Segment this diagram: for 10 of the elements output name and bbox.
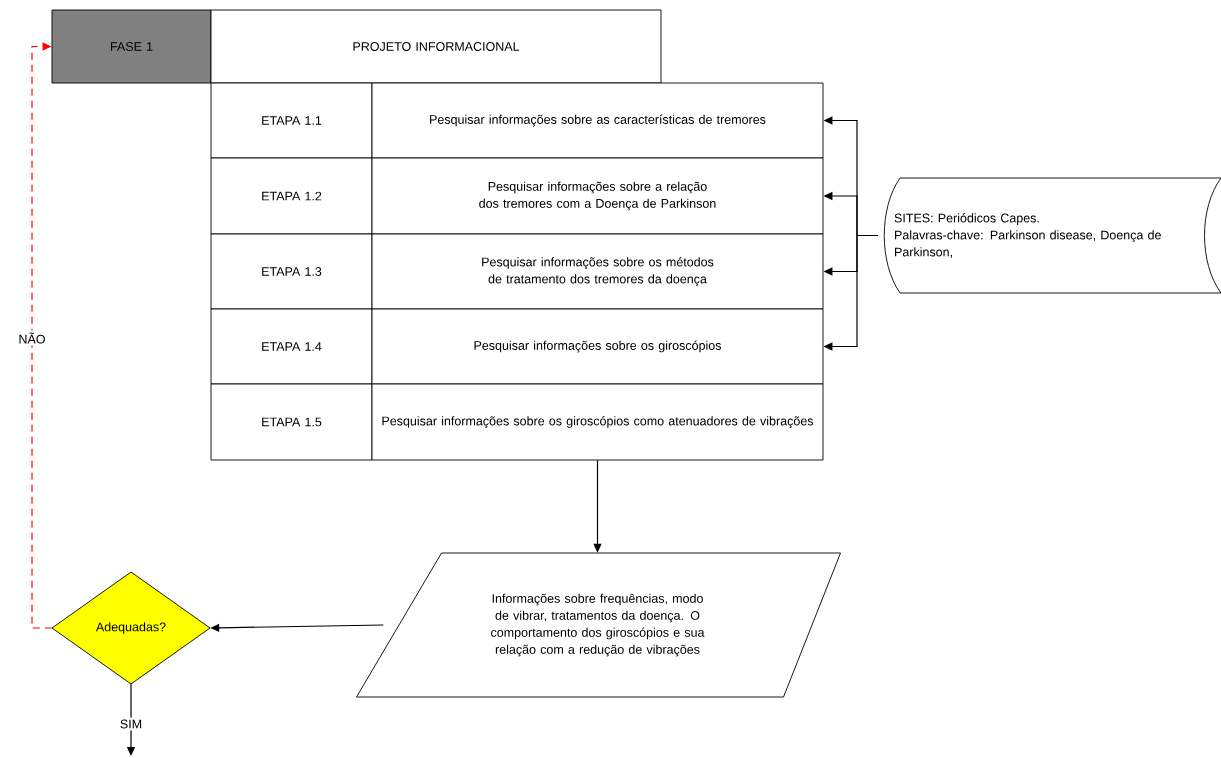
step-box: ETAPA 1.3 xyxy=(210,233,373,310)
step-box: ETAPA 1.4 xyxy=(210,308,373,385)
step-box: ETAPA 1.2 xyxy=(210,157,373,235)
data-parallelogram: Informações sobre frequências, modo de vibrar, tratamentos da doença. O comportamento dos giroscópios e sua relação com a redução de vibrações xyxy=(356,552,841,698)
edge-label: SIM xyxy=(117,717,145,731)
step-box: ETAPA 1.5 xyxy=(210,383,373,461)
arrow xyxy=(31,42,53,629)
edge-label: NÃO xyxy=(16,330,48,346)
phase-box: FASE 1 xyxy=(51,9,212,84)
step-box: ETAPA 1.1 xyxy=(210,82,373,159)
